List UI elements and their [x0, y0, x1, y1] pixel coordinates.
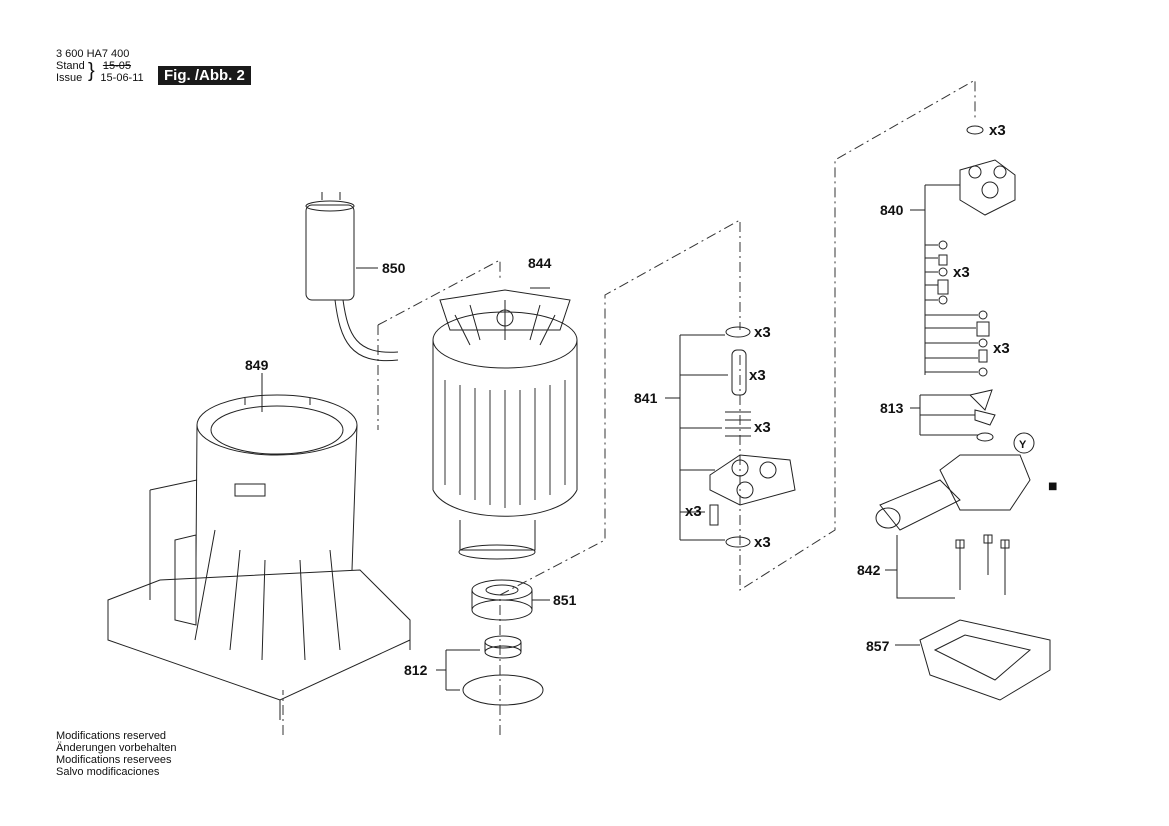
stand-row: Stand 15-05 [56, 60, 144, 72]
check-valve-813 [910, 389, 996, 442]
qty-841-b: x3 [749, 367, 766, 384]
qty-841-c: x3 [754, 419, 771, 436]
motor-844 [432, 287, 578, 560]
qty-840-top: x3 [989, 122, 1006, 139]
doc-number: 3 600 HA7 400 [56, 48, 130, 60]
assembly-dash-lines [282, 79, 976, 735]
seal-851 [471, 579, 550, 621]
issue-value: 15-06-11 [100, 72, 144, 84]
qty-841-e: x3 [754, 534, 771, 551]
part-label-850: 850 [382, 260, 406, 276]
part-label-813: 813 [880, 400, 904, 416]
qty-840-low: x3 [993, 340, 1010, 357]
capacitor-850 [305, 192, 399, 362]
square-marker-icon: ■ [1048, 481, 1057, 492]
part-label-844: 844 [528, 255, 552, 271]
qty-841-a: x3 [754, 324, 771, 341]
part-label-812: 812 [404, 662, 428, 678]
qty-841-d: x3 [685, 503, 702, 520]
footer-notes: Modifications reserved Änderungen vorbeh… [56, 730, 176, 778]
part-label-849: 849 [245, 357, 269, 373]
part-label-851: 851 [553, 592, 577, 608]
seal-812 [436, 635, 544, 706]
part-label-857: 857 [866, 638, 890, 654]
stand-label: Stand [56, 60, 85, 72]
document-header: 3 600 HA7 400 Stand 15-05 Issue 15-06-11 [56, 48, 144, 84]
brace-icon: } [88, 60, 95, 82]
issue-row: Issue 15-06-11 [56, 72, 144, 84]
stand-value: 15-05 [102, 60, 132, 72]
qty-840-mid: x3 [953, 264, 970, 281]
footer-line-2: Änderungen vorbehalten [56, 742, 177, 754]
y-marker: Y [1019, 439, 1027, 451]
footer-line-3: Modifications reservees [56, 754, 172, 766]
base-cover-857 [895, 619, 1051, 701]
footer-line-1: Modifications reserved [56, 730, 167, 742]
footer-line-4: Salvo modificaciones [56, 766, 160, 778]
part-label-841: 841 [634, 390, 658, 406]
issue-label: Issue [56, 72, 83, 84]
valve-head-840 [910, 125, 1016, 377]
valve-group-841 [665, 326, 796, 548]
part-label-842: 842 [857, 562, 881, 578]
pump-head-842 [875, 432, 1035, 599]
part-label-840: 840 [880, 202, 904, 218]
housing-849 [107, 373, 411, 720]
figure-label: Fig. /Abb. 2 [158, 66, 251, 85]
